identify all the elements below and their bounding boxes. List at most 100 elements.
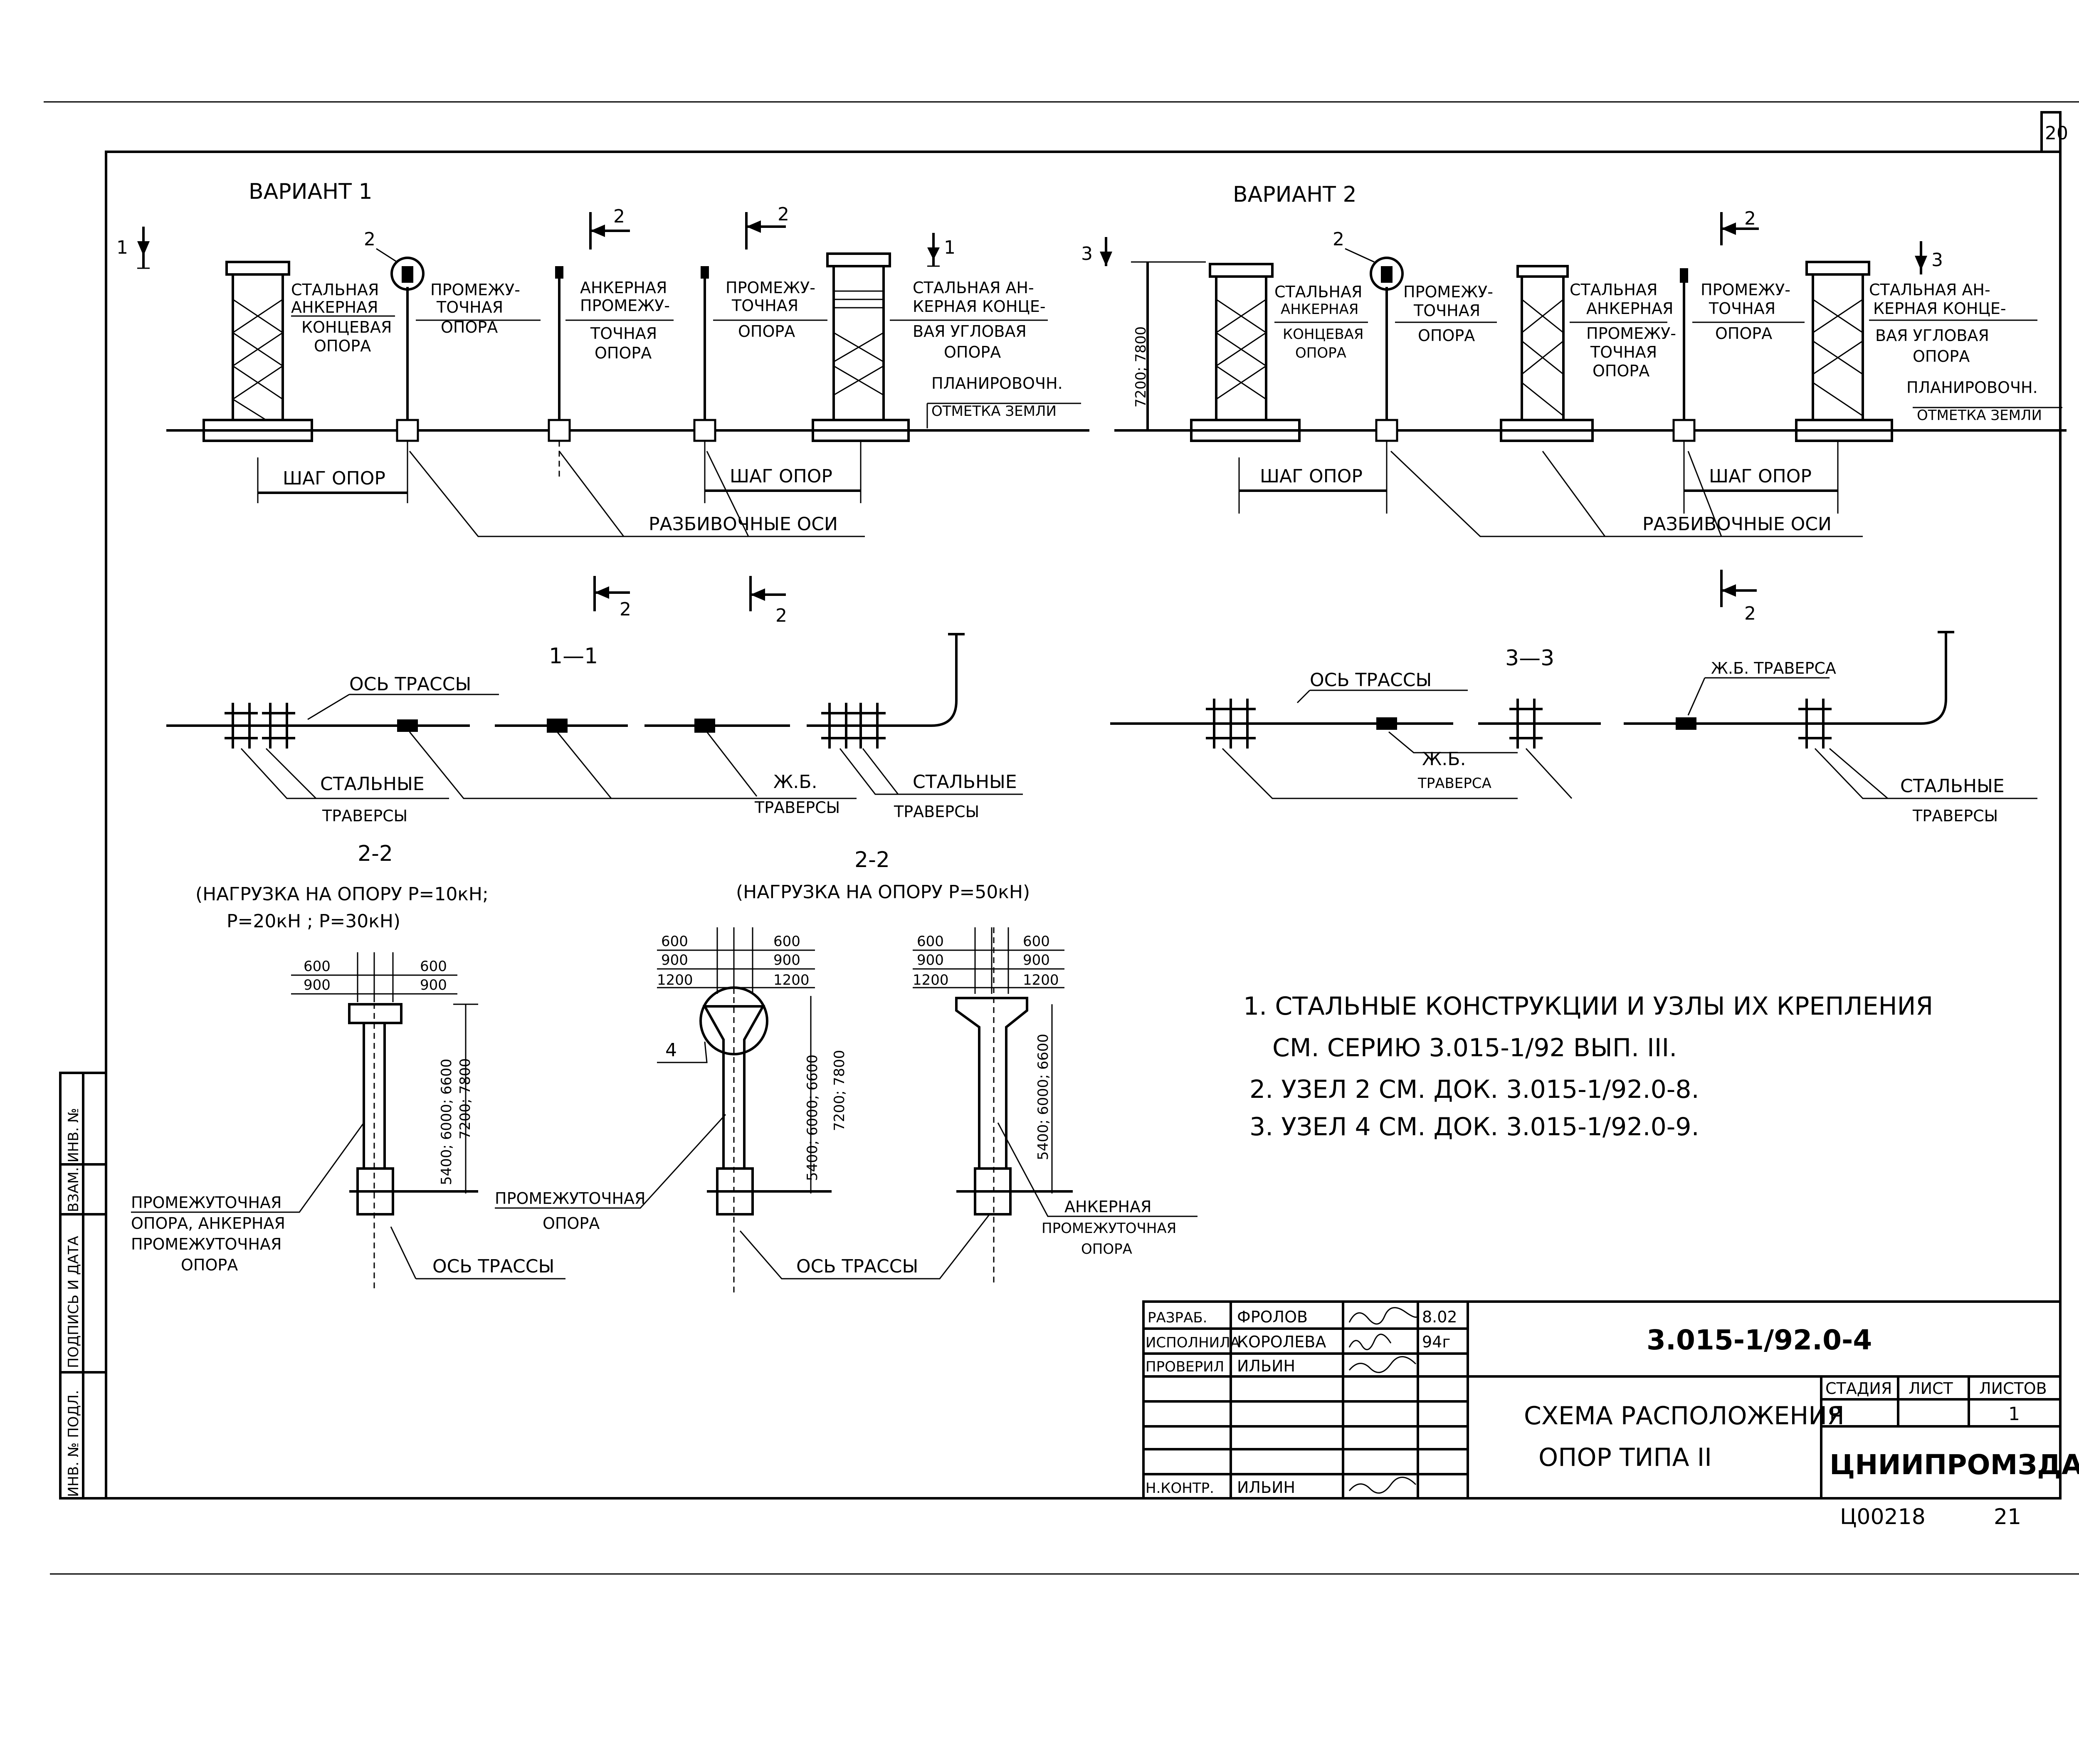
sec-b-1200r: 1200 — [773, 972, 810, 988]
sec-b-600r: 600 — [773, 933, 800, 950]
v2-label-e3: ВАЯ УГЛОВАЯ — [1875, 326, 1989, 345]
v2-label-c3: ПРОМЕЖУ- — [1586, 324, 1676, 343]
sec-b-900r: 900 — [773, 952, 800, 968]
sec-b-900l: 900 — [661, 952, 688, 968]
v2-step-label-2: ШАГ ОПОР — [1709, 466, 1812, 487]
v1-label-g2: ОТМЕТКА ЗЕМЛИ — [931, 403, 1057, 420]
sec-c-dims — [913, 927, 1064, 994]
sec-a-column — [348, 973, 478, 1289]
v1-steel-anchor-end-tower — [202, 261, 313, 442]
tb-r7-signature — [1348, 1477, 1417, 1494]
v1-section-arrow-2a — [589, 212, 630, 250]
plan1-steel1: СТАЛЬНЫЕ — [320, 773, 425, 795]
v1-label-e2: КЕРНАЯ КОНЦЕ- — [913, 297, 1046, 316]
sec-c-1200l: 1200 — [913, 972, 949, 988]
v1-label-g1: ПЛАНИРОВОЧН. — [931, 374, 1063, 393]
sec-a-lbl3: ПРОМЕЖУТОЧНАЯ — [131, 1235, 281, 1253]
sec-a-900l: 900 — [304, 977, 331, 993]
v1-intermediate-post-2 — [693, 266, 716, 442]
sec-a-lbl4: ОПОРА — [181, 1256, 238, 1274]
tb-doc-code: 3.015-1/92.0-4 — [1647, 1324, 1872, 1356]
sec-b-lbl1: ПРОМЕЖУТОЧНАЯ — [495, 1189, 645, 1208]
v2-label-g1: ПЛАНИРОВОЧН. — [1906, 378, 2038, 397]
tb-r7-name: ИЛЬИН — [1237, 1478, 1295, 1497]
v1-label-b3: ОПОРА — [441, 318, 498, 336]
plan1-arrow-a-num: 2 — [620, 599, 631, 620]
v1-section-mark-left — [137, 227, 150, 269]
tb-r1-name: ФРОЛОВ — [1237, 1308, 1308, 1326]
v2-label-e4: ОПОРА — [1913, 347, 1970, 366]
side-stamp — [59, 1072, 107, 1500]
v1-label-c1: АНКЕРНАЯ — [580, 279, 667, 297]
tb-r3-signature — [1348, 1356, 1417, 1373]
tb-v-sheet: 1 — [2008, 1403, 2020, 1425]
v1-label-e1: СТАЛЬНАЯ АН- — [913, 279, 1034, 297]
v2-section-mark-left-num: 3 — [1081, 243, 1093, 264]
v2-section-mark-right — [1915, 241, 1927, 274]
v1-label-c3: ТОЧНАЯ — [590, 324, 657, 343]
tb-r1-signature — [1348, 1307, 1419, 1325]
v2-label-a1: СТАЛЬНАЯ — [1274, 283, 1362, 301]
v1-section-mark-right — [927, 233, 940, 267]
sec-b-h2: 7200; 7800 — [831, 1050, 848, 1131]
sec-a-lbl2: ОПОРА, АНКЕРНАЯ — [131, 1214, 285, 1233]
side-stamp-inv-orig: ИНВ. № ПОДЛ. — [65, 1390, 82, 1497]
v2-label-a4: ОПОРА — [1295, 345, 1346, 361]
v1-section-arrow-2b-num: 2 — [778, 204, 789, 225]
v1-intermediate-post-1 — [390, 257, 425, 442]
v2-label-d2: ТОЧНАЯ — [1709, 299, 1775, 318]
sec-c-600l: 600 — [917, 933, 944, 950]
tb-r1-role: РАЗРАБ. — [1148, 1309, 1207, 1326]
sec-c-900l: 900 — [917, 952, 944, 968]
node2-callout-circle — [390, 257, 425, 291]
note-2: 2. УЗЕЛ 2 СМ. ДОК. 3.015-1/92.0-8. — [1249, 1075, 1699, 1104]
v2-axes-label: РАЗБИВОЧНЫЕ ОСИ — [1642, 514, 1832, 535]
sheet-number: 20 — [2045, 123, 2068, 144]
sec-b-column — [699, 927, 832, 1293]
v1-anchor-intermediate-post — [548, 266, 571, 478]
tb-title-2: ОПОР ТИПА II — [1538, 1443, 1712, 1472]
variant2-title: ВАРИАНТ 2 — [1233, 182, 1357, 207]
v2-steel-anchor-intermediate-tower — [1500, 265, 1594, 442]
note-3: 3. УЗЕЛ 4 СМ. ДОК. 3.015-1/92.0-9. — [1249, 1112, 1699, 1141]
sec-a-axis: ОСЬ ТРАССЫ — [432, 1256, 554, 1277]
v2-label-g2: ОТМЕТКА ЗЕМЛИ — [1917, 407, 2042, 424]
sec-b-600l: 600 — [661, 933, 688, 950]
plan1-rc1: Ж.Б. — [773, 771, 817, 793]
sec-c-lbl2: ПРОМЕЖУТОЧНАЯ — [1042, 1220, 1176, 1237]
plan3-steel2: ТРАВЕРСЫ — [1912, 807, 1998, 825]
tb-r3-role: ПРОВЕРИЛ — [1146, 1359, 1224, 1375]
v2-steel-anchor-end-tower — [1190, 263, 1301, 442]
tb-org: ЦНИИПРОМЗДАНИЙ — [1830, 1448, 2079, 1481]
v2-node2-callout: 2 — [1333, 229, 1344, 250]
title-block-grid — [1142, 1300, 2062, 1500]
plan3-axis-label: ОСЬ ТРАССЫ — [1310, 670, 1432, 691]
tb-h-sheet: ЛИСТ — [1909, 1379, 1953, 1398]
side-stamp-sign-date: ПОДПИСЬ И ДАТА — [65, 1236, 82, 1368]
v2-section-arrow-2 — [1720, 212, 1759, 245]
sec-b-load: (НАГРУЗКА НА ОПОРУ Р=50кН) — [736, 882, 1030, 903]
sec-a-h2: 7200; 7800 — [457, 1058, 474, 1139]
sec-a-h1: 5400; 6000; 6600 — [438, 1059, 455, 1185]
sec-c-lbl1: АНКЕРНАЯ — [1064, 1198, 1151, 1216]
tb-r2-date: 94г — [1422, 1333, 1450, 1351]
v2-intermediate-post-1 — [1370, 257, 1404, 442]
tb-r2-name: КОРОЛЕВА — [1237, 1333, 1326, 1351]
v1-label-b2: ТОЧНАЯ — [436, 298, 503, 316]
v2-label-b2: ТОЧНАЯ — [1413, 301, 1480, 320]
drawing-frame — [44, 101, 2079, 1575]
tb-v-stage: Р — [1830, 1403, 1841, 1425]
plan3-steel1: СТАЛЬНЫЕ — [1900, 776, 2005, 797]
v1-label-e3: ВАЯ УГЛОВАЯ — [913, 322, 1027, 341]
v1-section-arrow-2b — [745, 212, 786, 250]
v2-step-label: ШАГ ОПОР — [1260, 466, 1363, 487]
v1-label-b1: ПРОМЕЖУ- — [430, 281, 520, 299]
variant1-title: ВАРИАНТ 1 — [249, 179, 373, 204]
v1-section-mark-left-num: 1 — [116, 237, 128, 258]
v1-label-a2: АНКЕРНАЯ — [291, 298, 378, 316]
v1-label-c2: ПРОМЕЖУ- — [580, 296, 670, 315]
v1-label-d1: ПРОМЕЖУ- — [726, 279, 815, 297]
side-stamp-replace-inv: ВЗАМ. ИНВ. № — [65, 1108, 82, 1212]
plan1-steel2: ТРАВЕРСЫ — [322, 807, 407, 825]
v1-steel-corner-tower — [812, 252, 910, 442]
